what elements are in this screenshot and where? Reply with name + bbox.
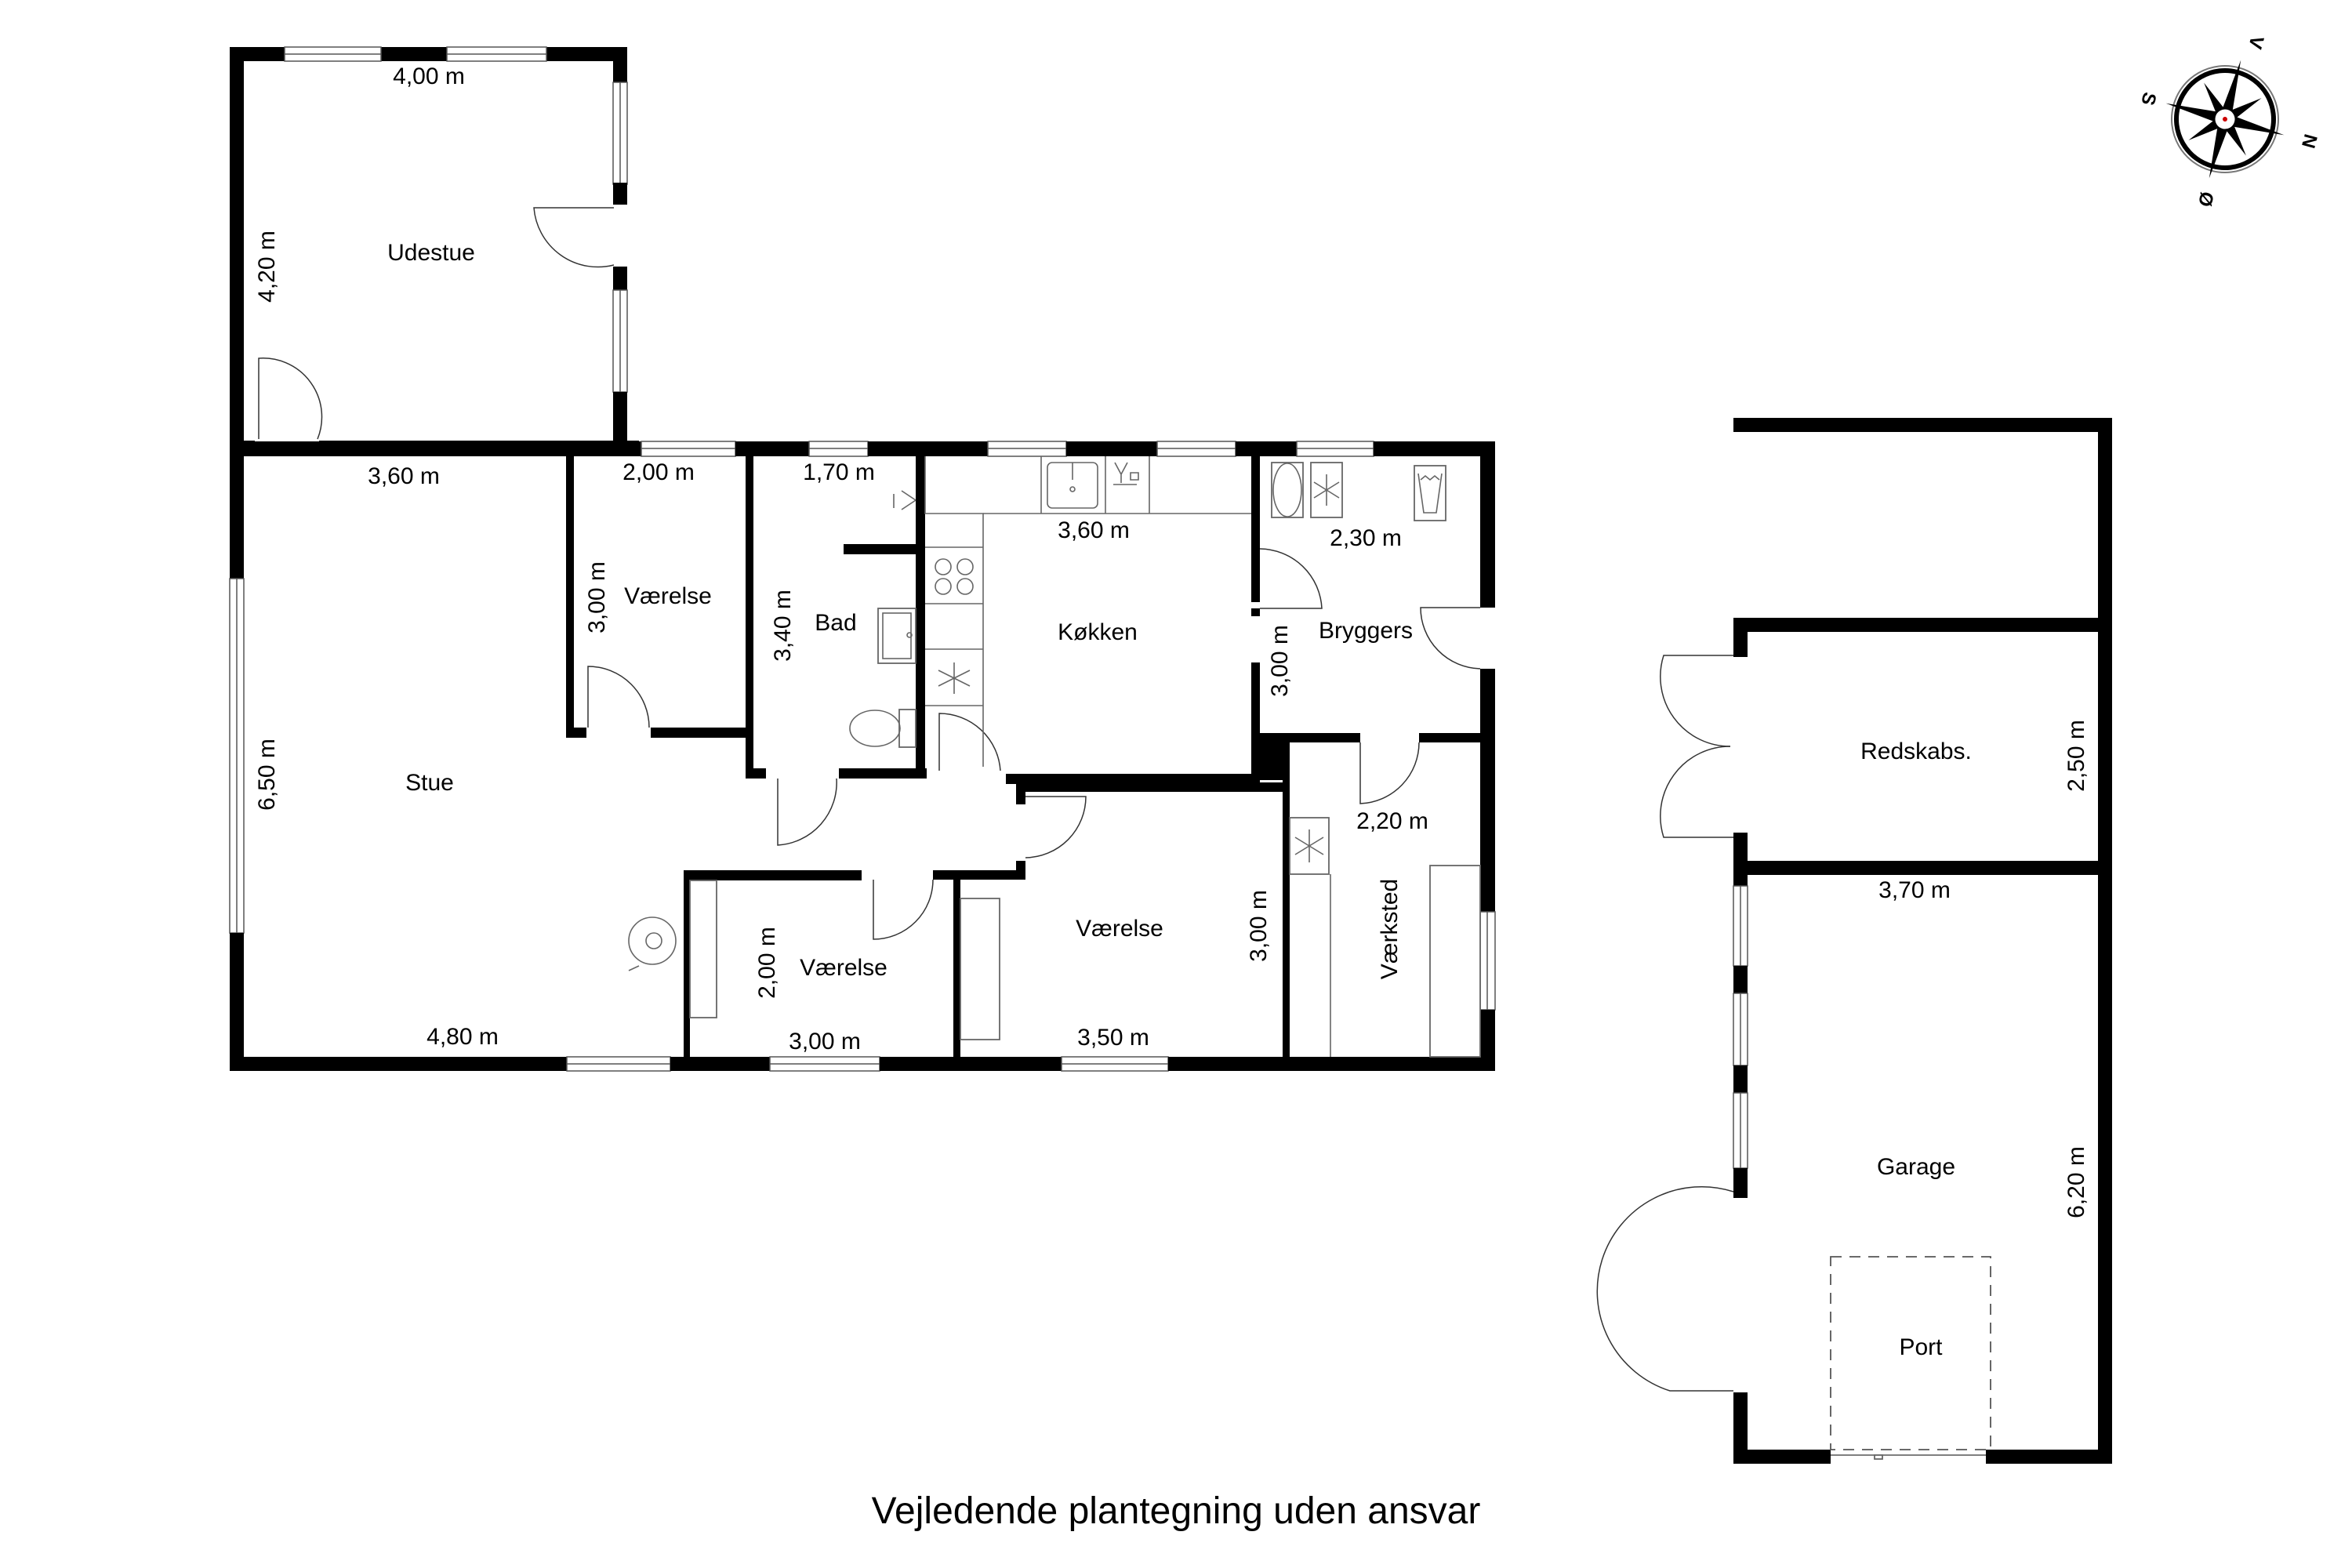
dim-vaerelse-2-height: 2,00 m (754, 927, 780, 999)
room-label-stue: Stue (405, 770, 454, 796)
vaerksted-fixtures (1289, 817, 1481, 1058)
compass-label-north: N (2297, 132, 2321, 151)
compass-rose-icon (2165, 60, 2285, 179)
wardrobe-vaerelse-3 (960, 898, 1000, 1040)
dishwasher-icon (1113, 462, 1139, 485)
redskabs-door-swing-upper (1660, 655, 1733, 747)
wood-stove-icon (628, 916, 677, 971)
bryggers-door-swing (1259, 548, 1323, 609)
main-house-walls (229, 441, 1496, 1072)
room-label-koekken: Køkken (1058, 619, 1138, 645)
room-label-garage: Garage (1877, 1154, 1955, 1180)
koekken-door-swing (938, 713, 1001, 771)
dim-vaerelse-3-height: 3,00 m (1246, 890, 1272, 962)
disclaimer-footer: Vejledende plantegning uden ansvar (871, 1490, 1481, 1532)
compass-label-east: Ø (2194, 189, 2218, 209)
freezer-icon (1310, 462, 1343, 518)
toilet-icon (849, 709, 916, 748)
dim-stue-top: 3,60 m (368, 463, 440, 489)
utility-sink-icon (1414, 465, 1446, 521)
dim-garage-height: 6,20 m (2063, 1146, 2089, 1218)
vaerelse-3-door-swing (1025, 796, 1087, 858)
garage-walls (1733, 418, 2112, 1464)
dim-vaerelse-1-width: 2,00 m (622, 459, 695, 485)
vaerelse-1-door-swing (587, 666, 650, 728)
stove-icon (935, 558, 974, 595)
dim-stue-height: 6,50 m (254, 739, 280, 811)
room-label-vaerelse-2: Værelse (800, 955, 887, 981)
kitchen-counter (924, 456, 1251, 767)
interior-walls (566, 441, 1480, 1062)
dim-bryggers-height: 3,00 m (1267, 625, 1293, 697)
dim-vaerelse-1-height: 3,00 m (584, 561, 610, 633)
dim-bad-width: 1,70 m (803, 459, 875, 485)
dim-udestue-height: 4,20 m (254, 230, 280, 303)
dim-stue-bottom: 4,80 m (426, 1024, 499, 1050)
redskabs-door-swing-lower (1660, 746, 1733, 838)
room-label-bryggers: Bryggers (1319, 618, 1413, 644)
bad-door-swing (777, 778, 837, 846)
compass-label-south: S (2136, 90, 2160, 107)
dim-vaerelse-3-width: 3,50 m (1077, 1025, 1149, 1051)
room-label-udestue: Udestue (387, 240, 475, 266)
washing-machine-icon (1271, 462, 1304, 518)
dim-garage-width: 3,70 m (1878, 877, 1951, 903)
stue-garden-door-swing (258, 358, 323, 440)
dim-vaerksted-width: 2,20 m (1356, 808, 1428, 834)
wardrobe-vaerelse-2 (689, 880, 717, 1018)
vaerksted-door-swing (1359, 742, 1420, 804)
room-label-vaerelse-3: Værelse (1076, 916, 1163, 942)
dim-bad-height: 3,40 m (770, 590, 796, 662)
dim-bryggers-width: 2,30 m (1330, 525, 1402, 551)
bath-sink-icon (877, 608, 916, 664)
dim-udestue-width: 4,00 m (393, 64, 465, 89)
garage-port-outline (1830, 1256, 1991, 1450)
garage-side-door-swing (1596, 1185, 1734, 1392)
fridge-icon (938, 662, 971, 694)
room-label-port: Port (1899, 1334, 1943, 1360)
udestue-door-swing (533, 207, 615, 268)
kitchen-sink-icon (1047, 462, 1098, 509)
vaerelse-2-door-swing (873, 879, 934, 940)
room-label-vaerksted: Værksted (1377, 879, 1403, 979)
dim-koekken-width: 3,60 m (1058, 517, 1130, 543)
room-label-bad: Bad (815, 610, 856, 636)
dim-redskabs-height: 2,50 m (2063, 720, 2089, 792)
room-label-redskabs: Redskabs. (1860, 739, 1972, 764)
compass-label-west: V (2244, 34, 2267, 51)
shower-icon (893, 490, 916, 510)
dim-vaerelse-2-width: 3,00 m (789, 1029, 861, 1054)
bryggers-exterior-door-swing (1420, 607, 1481, 670)
room-label-vaerelse-1: Værelse (624, 583, 712, 609)
